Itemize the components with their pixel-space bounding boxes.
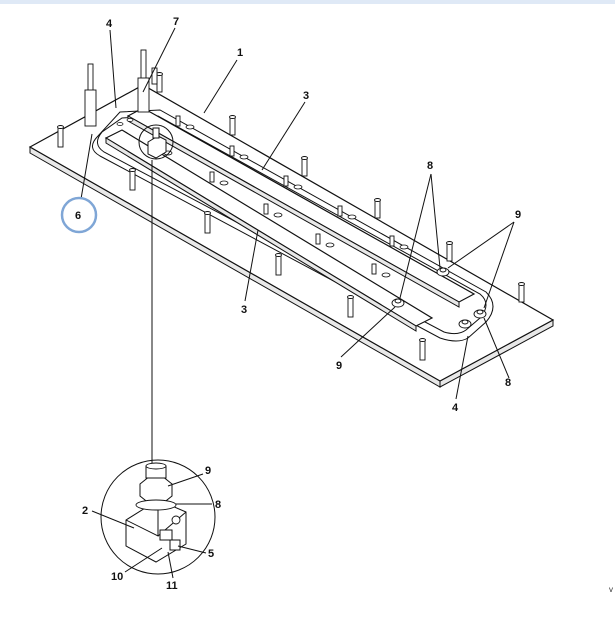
callout-4-top[interactable]: 4	[106, 18, 113, 30]
callout-4-bottom[interactable]: 4	[452, 402, 459, 414]
alignment-pins	[84, 49, 158, 127]
stud	[204, 211, 211, 234]
callout-10[interactable]: 10	[111, 571, 123, 583]
callout-1[interactable]: 1	[237, 47, 243, 59]
stud	[301, 156, 308, 177]
studs	[57, 72, 525, 361]
callout-11[interactable]: 11	[166, 580, 178, 592]
retaining-strip-upper	[126, 107, 476, 308]
callout-8-bottom[interactable]: 8	[505, 377, 511, 389]
callout-7[interactable]: 7	[173, 16, 179, 28]
corner-mark: v	[609, 585, 613, 594]
callout-2[interactable]: 2	[82, 505, 88, 517]
stud	[419, 338, 426, 361]
highlight-ring[interactable]	[60, 196, 98, 234]
callout-5[interactable]: 5	[208, 548, 214, 560]
stud	[518, 282, 525, 303]
callout-9-detail[interactable]: 9	[205, 465, 211, 477]
detail-view	[100, 459, 216, 575]
stud	[347, 295, 354, 318]
leader-lines	[80, 27, 515, 579]
stud	[229, 115, 236, 136]
callout-9-right[interactable]: 9	[515, 209, 521, 221]
callout-8-detail[interactable]: 8	[215, 499, 221, 511]
top-bar	[0, 0, 615, 4]
callout-3-lower[interactable]: 3	[241, 304, 247, 316]
stud	[374, 198, 381, 219]
stud	[129, 168, 136, 191]
callout-3-upper[interactable]: 3	[303, 90, 309, 102]
stud	[57, 125, 64, 148]
gasket	[92, 109, 494, 342]
stud	[446, 241, 453, 262]
callout-8-top[interactable]: 8	[427, 160, 433, 172]
callout-9-bottom[interactable]: 9	[336, 360, 342, 372]
fittings-right	[391, 267, 487, 329]
retaining-strip-lower	[104, 129, 434, 332]
valve-block-small	[138, 124, 174, 465]
callout-6[interactable]: 6	[75, 210, 81, 222]
stud	[175, 115, 395, 247]
stud	[275, 253, 282, 276]
callout-labels: 1 2 3 3 4 4 5 6 7 8 8 8 9 9 9 10 11 v	[75, 16, 613, 594]
